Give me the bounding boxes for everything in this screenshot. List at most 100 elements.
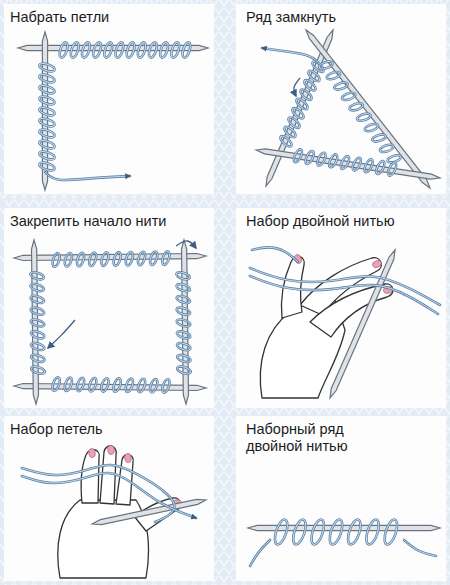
yarn-loop-highlight bbox=[30, 283, 45, 293]
yarn-strand bbox=[45, 172, 130, 180]
yarn-loop-highlight bbox=[38, 62, 55, 73]
yarn-strand-highlight bbox=[250, 276, 438, 314]
yarn-loop bbox=[326, 71, 341, 81]
yarn-loop-highlight bbox=[80, 41, 91, 58]
yarn-loop bbox=[176, 330, 191, 340]
yarn-loop bbox=[63, 252, 73, 267]
yarn-strand bbox=[250, 276, 438, 314]
yarn-loop bbox=[333, 81, 348, 91]
yarn-loop bbox=[379, 143, 394, 153]
yarn-loop bbox=[170, 41, 181, 58]
yarn-loop-highlight bbox=[176, 318, 191, 328]
yarn-loop bbox=[30, 330, 45, 340]
yarn-loop-highlight bbox=[38, 139, 55, 150]
knitting-needle bbox=[14, 384, 206, 391]
panel-ground bbox=[236, 416, 446, 581]
yarn-loop-highlight bbox=[356, 112, 371, 122]
yarn-loop bbox=[69, 41, 80, 58]
yarn-loop-highlight bbox=[309, 518, 327, 546]
yarn-loop bbox=[291, 518, 309, 546]
yarn-loop bbox=[161, 378, 171, 393]
yarn-loop bbox=[30, 353, 45, 363]
yarn-loop bbox=[349, 102, 364, 112]
yarn-loop-highlight bbox=[114, 41, 125, 58]
yarn-loop-highlight bbox=[76, 252, 86, 267]
yarn-loop bbox=[375, 160, 387, 175]
finger-nail bbox=[88, 448, 96, 458]
knitting-needle bbox=[92, 499, 206, 524]
yarn-loop-highlight bbox=[124, 251, 134, 266]
panel-caption: Закрепить начало нити bbox=[8, 212, 216, 231]
yarn-loop-highlight bbox=[30, 353, 45, 363]
yarn-strand-highlight bbox=[22, 473, 196, 518]
yarn-loop bbox=[147, 41, 158, 58]
yarn-loop-highlight bbox=[181, 41, 192, 58]
yarn-loop bbox=[51, 252, 61, 267]
yarn-loop bbox=[76, 252, 86, 267]
yarn-loop-highlight bbox=[51, 377, 61, 392]
yarn-loop-highlight bbox=[272, 518, 290, 546]
yarn-loop bbox=[176, 306, 191, 316]
yarn-strand bbox=[22, 473, 196, 518]
yarn-loop-highlight bbox=[124, 378, 134, 393]
yarn-loop bbox=[161, 251, 171, 266]
yarn-loop-highlight bbox=[30, 342, 45, 352]
panel-caption: Ряд замкнуть bbox=[244, 8, 444, 27]
yarn-loop-highlight bbox=[176, 271, 191, 281]
yarn-loop bbox=[38, 84, 55, 95]
yarn-loop bbox=[356, 112, 371, 122]
yarn-loop bbox=[30, 306, 45, 316]
yarn-loop-highlight bbox=[326, 71, 341, 81]
yarn-loop-highlight bbox=[375, 160, 387, 175]
yarn-loop-highlight bbox=[63, 377, 73, 392]
panel-ground bbox=[236, 4, 446, 194]
yarn-loop bbox=[92, 41, 103, 58]
yarn-loop bbox=[316, 152, 328, 167]
yarn-strand-highlight bbox=[252, 247, 298, 262]
panel-ground bbox=[4, 208, 214, 408]
yarn-loop-highlight bbox=[88, 252, 98, 267]
yarn-loop-highlight bbox=[30, 306, 45, 316]
yarn-loop-highlight bbox=[382, 518, 400, 546]
yarn-loop-highlight bbox=[279, 134, 293, 148]
yarn-loop bbox=[386, 162, 398, 177]
yarn-loop-highlight bbox=[371, 133, 386, 143]
direction-arrow bbox=[294, 78, 300, 96]
yarn-loop-highlight bbox=[176, 330, 191, 340]
panel-caption: Набрать петли bbox=[8, 8, 212, 27]
yarn-loop-highlight bbox=[38, 73, 55, 84]
yarn-loop-highlight bbox=[38, 161, 55, 172]
knitting-needle bbox=[42, 32, 47, 190]
yarn-loop-highlight bbox=[58, 41, 69, 58]
finger-nail bbox=[107, 445, 114, 455]
yarn-loop-highlight bbox=[176, 283, 191, 293]
panel-ground bbox=[236, 208, 446, 408]
yarn-loop bbox=[75, 377, 85, 392]
yarn-strand bbox=[252, 247, 298, 262]
yarn-loop-highlight bbox=[161, 378, 171, 393]
yarn-strand bbox=[404, 540, 436, 556]
yarn-loop bbox=[136, 378, 146, 393]
yarn-loop-highlight bbox=[103, 41, 114, 58]
yarn-loop bbox=[279, 134, 293, 148]
yarn-loop bbox=[38, 117, 55, 128]
yarn-loop-highlight bbox=[318, 60, 333, 70]
yarn-loop bbox=[125, 41, 136, 58]
yarn-loop bbox=[38, 95, 55, 106]
yarn-loop-highlight bbox=[159, 41, 170, 58]
yarn-loop-highlight bbox=[386, 162, 398, 177]
yarn-loop bbox=[88, 377, 98, 392]
yarn-loop-highlight bbox=[136, 41, 147, 58]
yarn-loop-highlight bbox=[112, 251, 122, 266]
yarn-loop bbox=[382, 518, 400, 546]
yarn-loop-highlight bbox=[100, 377, 110, 392]
yarn-loop-highlight bbox=[30, 271, 45, 281]
yarn-strand-highlight bbox=[45, 172, 130, 180]
yarn-loop bbox=[124, 251, 134, 266]
yarn-loop bbox=[63, 377, 73, 392]
yarn-loop-highlight bbox=[379, 143, 394, 153]
yarn-loop-highlight bbox=[30, 330, 45, 340]
yarn-loop bbox=[318, 60, 333, 70]
